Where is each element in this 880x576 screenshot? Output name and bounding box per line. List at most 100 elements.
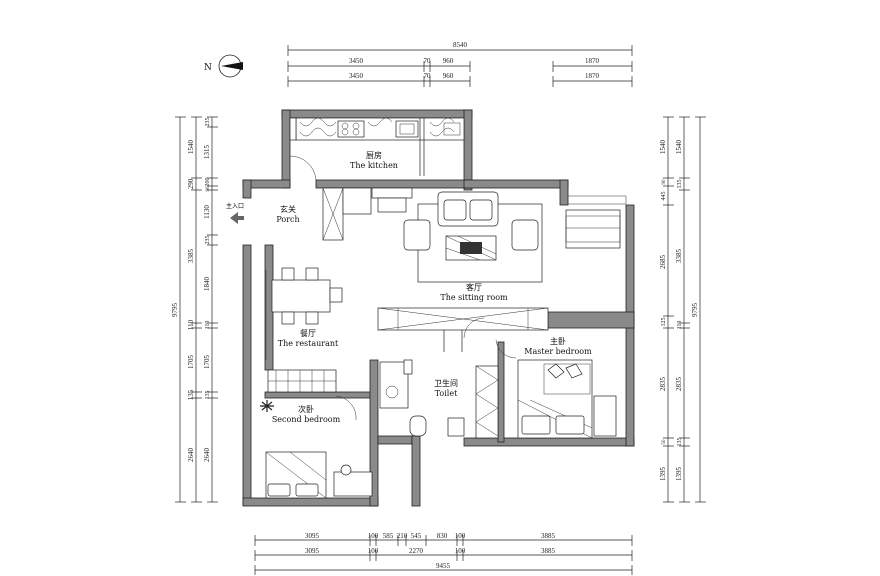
dim-left-o6: 2640	[187, 448, 195, 463]
room-label-master: 主卧 Master bedroom	[524, 336, 592, 356]
dim-bottom-r1-7: 3885	[541, 532, 556, 540]
dim-bottom-r2-3: 100	[455, 547, 466, 555]
dim-top-r2-0: 3450	[349, 72, 364, 80]
dim-left-o3: 110	[187, 319, 195, 330]
dim-right-i6: 50	[662, 439, 667, 445]
room-label-toilet: 卫生间 Toilet	[434, 378, 458, 398]
walls	[242, 109, 635, 507]
dim-left-i10: 2640	[203, 448, 211, 463]
dining-table	[265, 267, 343, 360]
dim-right-i5: 2835	[659, 377, 667, 392]
svg-text:Toilet: Toilet	[435, 389, 458, 398]
svg-text:主卧: 主卧	[550, 336, 566, 346]
dim-bottom-r1-3: 210	[397, 532, 408, 540]
dim-right-i2: 445	[661, 192, 667, 201]
dim-left-o4: 1705	[187, 355, 195, 370]
svg-text:The kitchen: The kitchen	[350, 161, 398, 170]
dim-left-i8: 1705	[203, 355, 211, 370]
dim-right-i0: 1540	[659, 140, 667, 155]
doors	[335, 317, 485, 421]
dim-right-overall: 9795	[691, 303, 699, 318]
second-bed	[265, 451, 327, 499]
dim-left-i5: 235	[205, 236, 211, 245]
dim-left-i3: 90	[206, 186, 211, 192]
svg-text:Second bedroom: Second bedroom	[272, 415, 341, 424]
dim-left-i4: 1130	[203, 205, 211, 219]
dim-right-o6: 1395	[675, 467, 683, 482]
top-dimensions: 8540 3450 70 960 1870 3450 70 960 1870	[287, 41, 633, 87]
dim-right-o3: 110	[677, 321, 683, 330]
dim-left-i7: 110	[205, 321, 211, 330]
tv-cabinet	[377, 307, 549, 331]
dim-left-i1: 1315	[203, 145, 211, 160]
svg-text:Porch: Porch	[276, 215, 299, 224]
dim-left-o5: 135	[187, 389, 195, 400]
dim-right-i1: 90	[662, 179, 667, 185]
study-desk	[333, 464, 373, 497]
balcony-bench	[565, 195, 627, 249]
dim-bottom-r2-1: 100	[368, 547, 379, 555]
dim-bottom-r1-1: 100	[368, 532, 379, 540]
dim-bottom-r1-6: 100	[455, 532, 466, 540]
dim-top-r2-3: 1870	[585, 72, 600, 80]
dim-top-r1-2: 960	[443, 57, 454, 65]
dim-top-r1-3: 1870	[585, 57, 600, 65]
room-label-second: 次卧 Second bedroom	[272, 404, 341, 424]
dim-left-o2: 3385	[187, 249, 195, 264]
dim-left-i6: 1840	[203, 277, 211, 292]
room-label-porch: 玄关 Porch	[276, 204, 299, 224]
dim-top-r2-2: 960	[443, 72, 454, 80]
dim-right-o1: 135	[677, 180, 683, 189]
entrance-label: 主入口	[226, 202, 244, 210]
north-compass-icon: N	[204, 54, 243, 78]
dim-bottom-r2-0: 3095	[305, 547, 320, 555]
svg-text:The restaurant: The restaurant	[278, 339, 339, 348]
dim-right-o4: 2835	[675, 377, 683, 392]
svg-text:玄关: 玄关	[280, 204, 296, 214]
svg-text:Master bedroom: Master bedroom	[524, 347, 592, 356]
second-bedroom-wardrobe	[267, 369, 337, 393]
dim-top-r1-0: 3450	[349, 57, 364, 65]
svg-text:主入口: 主入口	[226, 202, 244, 210]
dim-left-o0: 1540	[187, 140, 195, 155]
entrance-arrow-icon	[230, 212, 244, 224]
room-label-restaurant: 餐厅 The restaurant	[278, 329, 339, 348]
dim-left-overall: 9795	[171, 303, 179, 318]
dim-right-i7: 1395	[659, 467, 667, 482]
master-bed	[495, 339, 617, 439]
dim-top-r1-1: 70	[424, 57, 432, 65]
svg-text:餐厅: 餐厅	[300, 329, 316, 338]
dim-left-o1: 290	[187, 178, 195, 189]
room-label-kitchen: 厨房 The kitchen	[350, 150, 398, 170]
sofa-set	[403, 191, 543, 283]
dim-left-i2: 200	[205, 178, 211, 187]
dim-bottom-overall: 9455	[436, 562, 451, 570]
dim-right-o2: 3385	[675, 249, 683, 264]
svg-text:卫生间: 卫生间	[434, 378, 458, 388]
dim-bottom-r1-5: 830	[437, 532, 448, 540]
dim-right-o5: 135	[677, 438, 683, 447]
plant-icon	[260, 400, 274, 412]
svg-text:客厅: 客厅	[466, 282, 482, 292]
compass-label: N	[204, 63, 212, 73]
dim-right-o0: 1540	[675, 140, 683, 155]
porch-cabinets	[322, 187, 413, 241]
dim-bottom-r2-2: 2270	[409, 547, 424, 555]
dim-bottom-r1-2: 585	[383, 532, 394, 540]
svg-text:厨房: 厨房	[366, 150, 382, 160]
svg-text:次卧: 次卧	[298, 404, 314, 414]
right-dimensions: 9795 1540 135 3385 110 2835 135 1395 154…	[659, 116, 706, 503]
dim-top-r2-1: 70	[424, 72, 432, 80]
dim-top-overall: 8540	[453, 41, 468, 49]
dim-bottom-r1-0: 3095	[305, 532, 320, 540]
dim-bottom-r1-4: 545	[411, 532, 422, 540]
left-dimensions: 9795 1540 290 3385 110 1705 135 2640 235…	[171, 116, 218, 503]
dim-bottom-r2-4: 3885	[541, 547, 556, 555]
room-label-sitting: 客厅 The sitting room	[440, 282, 508, 302]
svg-text:The sitting room: The sitting room	[440, 293, 508, 302]
dim-right-i4: 125	[661, 318, 667, 327]
bottom-dimensions: 3095 100 585 210 545 830 100 3885 3095 1…	[254, 532, 633, 575]
dim-left-i9: 135	[205, 391, 211, 400]
dim-left-i0: 235	[205, 118, 211, 127]
